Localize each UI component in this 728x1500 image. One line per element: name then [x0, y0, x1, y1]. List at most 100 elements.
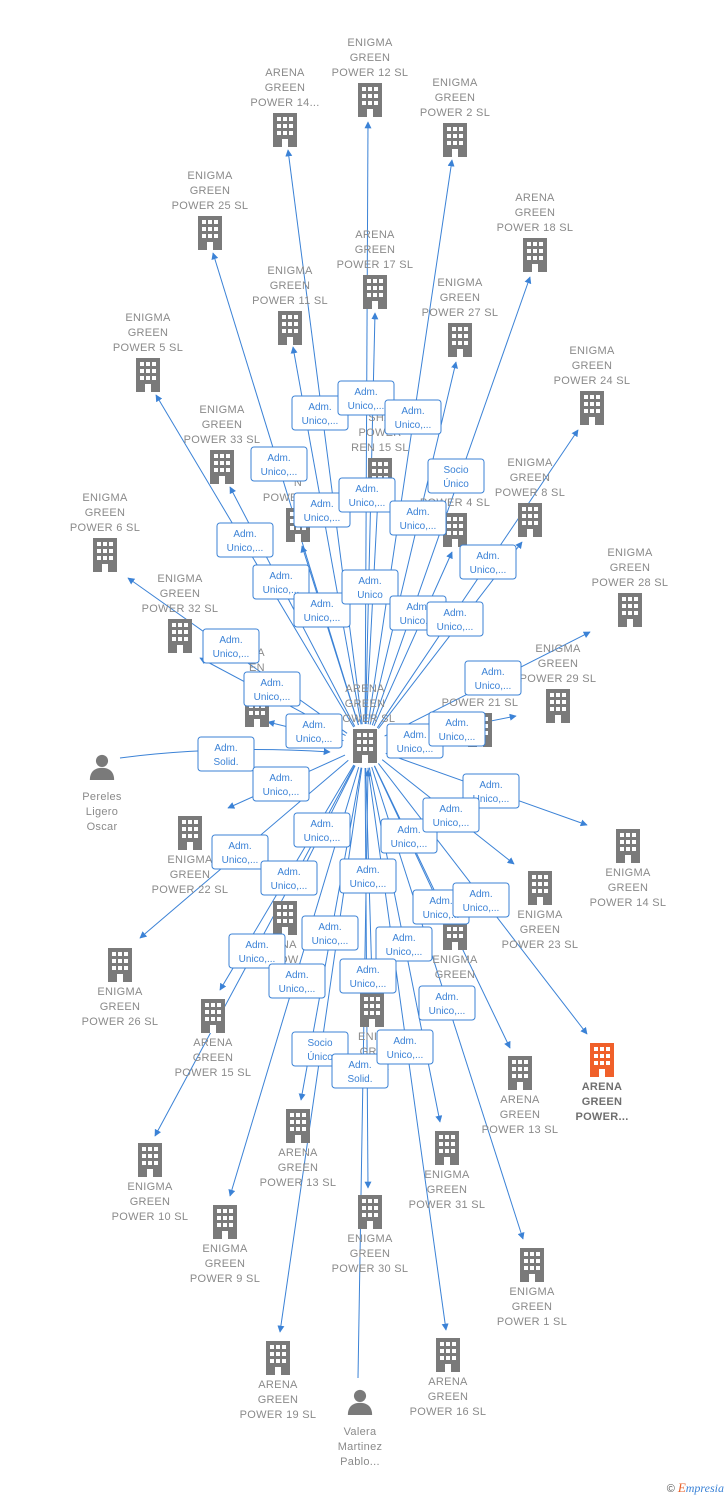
node-label-line: ENIGMA	[347, 1233, 393, 1245]
edge-role-label[interactable]: Adm.Unico	[341, 569, 399, 605]
node-label-line: ENIGMA	[187, 170, 233, 182]
edge-role-label[interactable]: Adm.Unico,...	[293, 812, 351, 848]
edge-role-label[interactable]: Adm.Unico,...	[459, 544, 517, 580]
edge-role-text: Unico,...	[296, 734, 333, 745]
node-label-line: GREEN	[355, 244, 396, 256]
edge-role-label[interactable]: Adm.Unico,...	[337, 380, 395, 416]
node-label-line: ENIGMA	[605, 867, 651, 879]
edge-role-label[interactable]: Adm.Unico,...	[293, 592, 351, 628]
edge-role-label[interactable]: Adm.Unico,...	[384, 399, 442, 435]
building-icon	[278, 311, 302, 345]
edge-role-label[interactable]: Adm.Unico,...	[339, 858, 397, 894]
edge-role-text: Adm.	[308, 402, 331, 413]
edge-role-label[interactable]: Adm.Unico,...	[375, 926, 433, 962]
edge-role-text: Solid.	[347, 1074, 372, 1085]
edge-role-box	[422, 797, 480, 833]
edge-role-label[interactable]: Adm.Unico,...	[452, 882, 510, 918]
edge-role-label[interactable]: Adm.Unico,...	[428, 711, 486, 747]
copyright-symbol: ©	[666, 1483, 675, 1495]
edge-role-label[interactable]: Adm.Unico,...	[268, 963, 326, 999]
edge-role-label[interactable]: Adm.Unico,...	[293, 492, 351, 528]
edge-role-label[interactable]: Adm.Unico,...	[228, 933, 286, 969]
edge-role-text: Unico,...	[349, 498, 386, 509]
edge-role-box	[216, 522, 274, 558]
edge-role-label[interactable]: Adm.Unico,...	[301, 915, 359, 951]
edge-role-text: Adm.	[481, 667, 504, 678]
edge-role-label[interactable]: Adm.Unico,...	[291, 395, 349, 431]
person-node[interactable]: ValeraMartinezPablo...	[338, 1389, 383, 1468]
edge-role-label[interactable]: Adm.Unico,...	[339, 958, 397, 994]
node-label-line: POWER 21 SL	[442, 697, 519, 709]
node-label-line: ENIGMA	[97, 986, 143, 998]
edge-role-text: Unico,...	[397, 744, 434, 755]
edge-role-label[interactable]: Adm.Unico,...	[243, 671, 301, 707]
edge-role-label[interactable]: Adm.Unico,...	[252, 766, 310, 802]
edge-role-label[interactable]: Adm.Unico,...	[216, 522, 274, 558]
edge-role-label[interactable]: Adm.Unico,...	[252, 564, 310, 600]
edge-role-label[interactable]: Adm.Unico,...	[422, 797, 480, 833]
edge-role-label[interactable]: Adm.Solid.	[331, 1053, 389, 1089]
node-label-line: ARENA	[515, 192, 555, 204]
node-label-line: GREEN	[270, 280, 311, 292]
node-label-line: Valera	[344, 1426, 377, 1438]
edge-role-label[interactable]: Adm.Unico,...	[464, 660, 522, 696]
edge-role-text: Unico,...	[429, 1006, 466, 1017]
node-label-line: GREEN	[428, 1391, 469, 1403]
node-label-line: ARENA	[345, 683, 385, 695]
node-label-line: ARENA	[582, 1081, 623, 1093]
edge-role-label[interactable]: Adm.Unico,...	[211, 834, 269, 870]
edge-role-label[interactable]: Adm.Unico,...	[338, 477, 396, 513]
edge-role-label[interactable]: Adm.Solid.	[197, 736, 255, 772]
edge-role-label[interactable]: Adm.Unico,...	[426, 601, 484, 637]
node-label-line: POWER 8 SL	[495, 487, 565, 499]
edge-role-label[interactable]: Adm.Unico,...	[202, 628, 260, 664]
edge-role-box	[338, 477, 396, 513]
edge-role-label[interactable]: Adm.Unico,...	[376, 1029, 434, 1065]
edge-role-label[interactable]: Adm.Unico,...	[260, 860, 318, 896]
company-node[interactable]: ENIGMAGREENSL	[432, 916, 478, 996]
edge-role-text: Adm.	[356, 965, 379, 976]
edge-n4	[211, 252, 359, 726]
edge-role-label[interactable]: Adm.Unico,...	[418, 985, 476, 1021]
edge-role-box	[228, 933, 286, 969]
edge-role-label[interactable]: Adm.Unico,...	[250, 446, 308, 482]
company-node[interactable]: ARENAGREENPOWER...	[575, 1043, 628, 1123]
edge-role-label[interactable]: Adm.Unico,...	[389, 500, 447, 536]
edge-role-box	[252, 564, 310, 600]
edge-role-label[interactable]: Adm. Unico,...	[285, 713, 343, 749]
edge-role-text: Adm.	[302, 720, 325, 731]
